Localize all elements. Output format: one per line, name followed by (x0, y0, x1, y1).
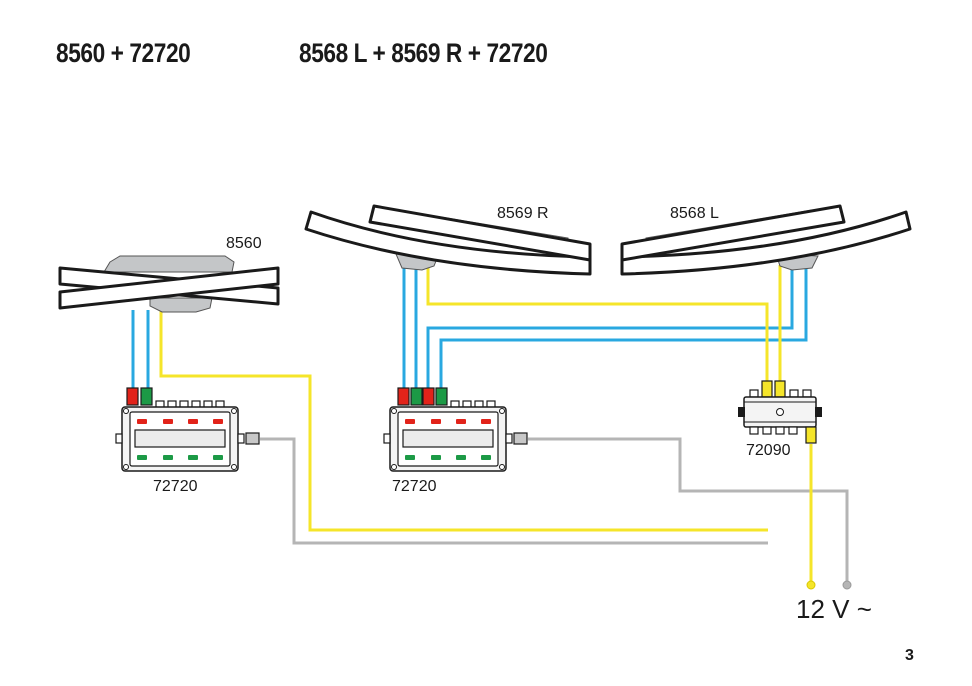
control-box-right-plug-red-1 (397, 387, 410, 406)
switch-8568l (620, 204, 912, 276)
control-box-left-plug-green (140, 387, 153, 406)
blue-wire-8568l-2 (439, 265, 808, 390)
switch-8569r (304, 204, 592, 276)
terminal-grey (842, 580, 852, 590)
switch-8568l-inner-rail (620, 204, 846, 262)
control-box-right-plug-green-1 (410, 387, 423, 406)
label-voltage: 12 V ~ (796, 594, 872, 624)
control-box-right-plug-grey (513, 432, 528, 445)
yellow-wire-8569r (426, 265, 769, 386)
switch-8560-rail-lower (58, 266, 280, 310)
switch-8569r-outer-rail (304, 210, 592, 276)
distributor-plug-yellow-1 (761, 380, 773, 398)
control-box-right-plug-red-2 (422, 387, 435, 406)
control-box-left-plug-red (126, 387, 139, 406)
control-box-left-green-leds (137, 455, 223, 460)
heading-8568l-8569r-72720: 8568 L + 8569 R + 72720 (299, 38, 548, 68)
control-box-right-plug-green-2 (435, 387, 448, 406)
control-box-right-red-leds (405, 419, 491, 424)
switch-8568l-outer-rail (620, 210, 912, 276)
control-box-left-red-leds (137, 419, 223, 424)
wires (131, 265, 849, 583)
label-control-left: 72720 (153, 478, 198, 495)
yellow-wire-8560 (159, 310, 768, 532)
control-box-left-plug-grey (245, 432, 260, 445)
control-box-right (383, 387, 528, 472)
control-box-left-panel (134, 429, 226, 448)
distributor-plug-yellow-2 (774, 380, 786, 398)
distributor-plug-yellow-out (805, 426, 817, 444)
switch-8560 (58, 255, 280, 313)
control-box-right-panel (402, 429, 494, 448)
terminal-yellow (806, 580, 816, 590)
label-control-right: 72720 (392, 478, 437, 495)
switch-8569r-inner-rail (368, 204, 592, 262)
label-8569r: 8569 R (497, 205, 549, 222)
label-8560: 8560 (226, 235, 262, 252)
distributor-bottom-tabs (749, 426, 798, 435)
distributor-72090 (738, 380, 822, 444)
grey-wire-left-box (260, 437, 768, 545)
switch-8560-motor-bottom (149, 297, 213, 313)
blue-wire-8568l-1 (426, 265, 794, 390)
grey-wire-right-box (528, 437, 849, 583)
control-box-left (115, 387, 260, 472)
switch-8560-motor-top (103, 255, 235, 273)
label-8568l: 8568 L (670, 205, 719, 222)
page-number: 3 (905, 647, 914, 664)
control-box-right-green-leds (405, 455, 491, 460)
label-distributor: 72090 (746, 442, 791, 459)
heading-8560-72720: 8560 + 72720 (56, 38, 191, 68)
